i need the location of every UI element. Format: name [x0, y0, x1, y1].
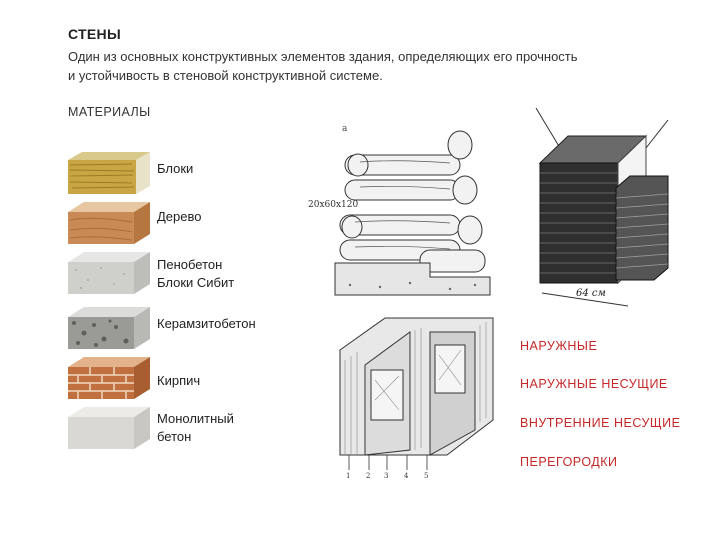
material-swatch-blocks	[68, 152, 150, 194]
brick-dimension-text: 64 см	[576, 288, 606, 299]
wall-type-external: НАРУЖНЫЕ	[520, 339, 598, 353]
frame-number-3: 3	[384, 472, 388, 480]
log-marker-text: а	[342, 124, 348, 134]
material-swatch-wood	[68, 202, 150, 244]
frame-number-2: 2	[366, 472, 370, 480]
log-wall-illustration: а 20х60х120	[308, 124, 491, 296]
materials-heading: МАТЕРИАЛЫ	[68, 105, 151, 119]
frame-number-4: 4	[404, 472, 409, 480]
wall-type-internal-load-bearing: ВНУТРЕННИЕ НЕСУЩИЕ	[520, 416, 681, 430]
material-label-clay-concrete: Керамзитобетон	[157, 316, 256, 331]
material-swatch-brick	[68, 357, 150, 399]
wall-type-external-load-bearing: НАРУЖНЫЕ НЕСУЩИЕ	[520, 377, 668, 391]
frame-wall-illustration: 1 2 3 4 5	[339, 317, 494, 480]
page-description: Один из основных конструктивных элементо…	[68, 47, 668, 85]
material-label-monolithic-concrete: Монолитный бетон	[157, 411, 234, 444]
material-label-wood: Дерево	[157, 209, 202, 224]
material-swatch-clay-concrete	[68, 307, 150, 349]
page-title: СТЕНЫ	[68, 26, 121, 42]
frame-number-5: 5	[424, 472, 428, 480]
material-swatch-monolithic-concrete	[68, 407, 150, 449]
log-dimension-text: 20х60х120	[308, 200, 359, 210]
material-label-foam-concrete: Пенобетон Блоки Сибит	[157, 257, 235, 290]
wall-type-partitions: ПЕРЕГОРОДКИ	[520, 455, 618, 469]
material-swatch-foam-concrete	[68, 252, 150, 294]
description-line-2: и устойчивость в стеновой конструктивной…	[68, 68, 383, 83]
frame-number-1: 1	[346, 472, 350, 480]
material-label-blocks: Блоки	[157, 161, 194, 176]
material-label-brick: Кирпич	[157, 373, 201, 388]
description-line-1: Один из основных конструктивных элементо…	[68, 49, 578, 64]
brick-wall-illustration: 64 см	[535, 108, 669, 307]
